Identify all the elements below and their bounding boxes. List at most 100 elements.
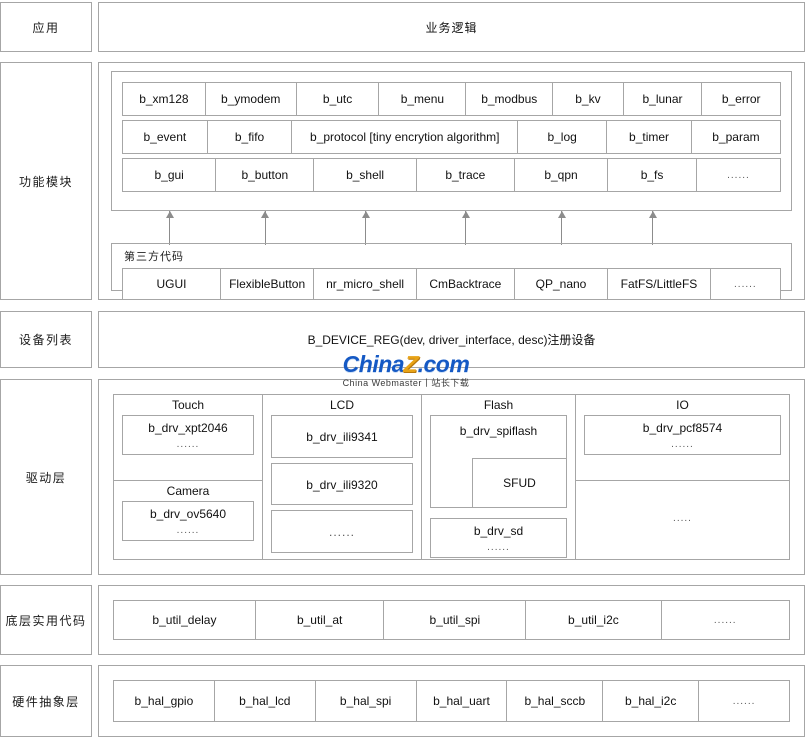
third-party-cmbacktrace: CmBacktrace	[415, 268, 515, 300]
hal-b_hal_i2c: b_hal_i2c	[602, 680, 700, 722]
hal-b_hal_lcd: b_hal_lcd	[213, 680, 316, 722]
dependency-arrow-up-icon	[461, 211, 470, 245]
module-b_log: b_log	[517, 120, 608, 154]
module-label: b_fs	[640, 168, 664, 182]
dependency-arrow-up-icon	[361, 211, 370, 245]
driver-column-flash: Flash b_drv_spiflash SFUD b_drv_sd .....…	[421, 394, 576, 560]
module-label: b_gui	[154, 168, 184, 182]
util-label: b_util_delay	[152, 613, 217, 627]
hal-b_hal_gpio: b_hal_gpio	[113, 680, 215, 722]
driver-group-title: Flash	[483, 398, 514, 412]
module-b_trace: b_trace	[415, 158, 515, 192]
third-party-label: QP_nano	[535, 277, 587, 291]
module-b_ymodem: b_ymodem	[204, 82, 297, 116]
third-party-ugui: UGUI	[122, 268, 221, 300]
driver-group-title: Touch	[171, 398, 205, 412]
third-party-flexiblebutton: FlexibleButton	[219, 268, 315, 300]
layer-label-util: 底层实用代码	[0, 585, 92, 655]
application-body: 业务逻辑	[98, 2, 805, 52]
driver-group-lcd: LCD b_drv_ili9341 b_drv_ili9320 ......	[263, 395, 421, 559]
application-content-text: 业务逻辑	[425, 20, 478, 35]
third-party-label: nr_micro_shell	[326, 277, 405, 291]
driver-item-sd: b_drv_sd ......	[430, 518, 567, 558]
hal-label: b_hal_uart	[433, 694, 490, 708]
driver-item-ili9320: b_drv_ili9320	[271, 462, 413, 506]
module-label: ......	[727, 169, 750, 181]
module-b_lunar: b_lunar	[622, 82, 703, 116]
dependency-arrow-up-icon	[261, 211, 270, 245]
driver-group-camera: Camera b_drv_ov5640 ......	[114, 481, 262, 559]
layer-label-functional-modules: 功能模块	[0, 62, 92, 300]
driver-column-lcd: LCD b_drv_ili9341 b_drv_ili9320 ......	[262, 394, 422, 560]
third-party-row: UGUI FlexibleButton nr_micro_shell CmBacktr…	[122, 268, 781, 300]
module-b_qpn: b_qpn	[513, 158, 609, 192]
hal--: ......	[698, 680, 790, 722]
driver-group-io: IO b_drv_pcf8574 ......	[576, 395, 789, 481]
hal-label: ......	[732, 695, 756, 707]
third-party-label: UGUI	[156, 277, 187, 291]
driver-column-touch-camera: Touch b_drv_xpt2046 ...... Camera b_drv_…	[113, 394, 263, 560]
module-b_modbus: b_modbus	[465, 82, 554, 116]
driver-item-name: b_drv_xpt2046	[148, 421, 228, 435]
util-b_util_spi: b_util_spi	[383, 600, 527, 640]
module-label: b_param	[712, 130, 760, 144]
driver-item-sfud: SFUD	[472, 458, 567, 508]
hal-label: b_hal_spi	[339, 694, 392, 708]
util-label: b_util_at	[296, 613, 343, 627]
driver-body: Touch b_drv_xpt2046 ...... Camera b_drv_…	[98, 379, 805, 575]
driver-item-xpt2046: b_drv_xpt2046 ......	[122, 415, 254, 455]
layer-label-hal: 硬件抽象层	[0, 665, 92, 737]
module--: ......	[695, 158, 781, 192]
module-label: b_ymodem	[221, 92, 281, 106]
util-body: b_util_delay b_util_at b_util_spi b_util_i2…	[98, 585, 805, 655]
hal-label: b_hal_lcd	[239, 694, 291, 708]
driver-group-flash: Flash b_drv_spiflash SFUD b_drv_sd .....…	[422, 395, 575, 564]
driver-item-ili9341: b_drv_ili9341	[271, 415, 413, 458]
module-label: b_menu	[400, 92, 445, 106]
util-row: b_util_delay b_util_at b_util_spi b_util_i2…	[113, 600, 790, 640]
driver-group-io-more: .....	[576, 481, 789, 559]
driver-group-title: IO	[676, 398, 689, 412]
driver-group-touch: Touch b_drv_xpt2046 ......	[114, 395, 262, 481]
module-label: b_lunar	[642, 92, 683, 106]
driver-item-more: ......	[271, 510, 413, 554]
module-label: b_kv	[575, 92, 601, 106]
hal-b_hal_spi: b_hal_spi	[314, 680, 417, 722]
module-b_xm128: b_xm128	[122, 82, 206, 116]
module-label: b_fifo	[234, 130, 265, 144]
driver-item-more: ......	[487, 542, 510, 553]
driver-item-name: b_drv_pcf8574	[642, 421, 723, 435]
module-b_kv: b_kv	[552, 82, 624, 116]
util-label: b_util_spi	[429, 613, 481, 627]
util-b_util_delay: b_util_delay	[113, 600, 256, 640]
util-b_util_i2c: b_util_i2c	[525, 600, 662, 640]
module-b_event: b_event	[122, 120, 208, 154]
util--: ......	[660, 600, 790, 640]
module-label: b_trace	[445, 168, 486, 182]
hal-body: b_hal_gpio b_hal_lcd b_hal_spi b_hal_uart b_…	[98, 665, 805, 737]
layer-device-list: 设备列表 B_DEVICE_REG(dev, driver_interface,…	[0, 311, 805, 368]
hal-label: b_hal_i2c	[624, 694, 677, 708]
module-b_shell: b_shell	[313, 158, 417, 192]
module-label: b_qpn	[544, 168, 578, 182]
driver-group-title: Camera	[166, 484, 210, 498]
module-b_button: b_button	[215, 158, 315, 192]
driver-item-more: ......	[176, 439, 200, 450]
util-label: b_util_i2c	[568, 613, 619, 627]
module-b_menu: b_menu	[378, 82, 467, 116]
driver-item-spiflash: b_drv_spiflash SFUD	[430, 415, 567, 508]
driver-item-name: b_drv_sd	[473, 524, 524, 538]
util-b_util_at: b_util_at	[254, 600, 385, 640]
device-register-text: B_DEVICE_REG(dev, driver_interface, desc…	[307, 333, 596, 347]
hal-b_hal_uart: b_hal_uart	[415, 680, 508, 722]
module-b_error: b_error	[701, 82, 781, 116]
dependency-arrow-up-icon	[648, 211, 657, 245]
third-party-label: FatFS/LittleFS	[620, 277, 698, 291]
third-party-label: FlexibleButton	[229, 277, 306, 291]
module-b_fs: b_fs	[607, 158, 697, 192]
module-b_param: b_param	[690, 120, 781, 154]
